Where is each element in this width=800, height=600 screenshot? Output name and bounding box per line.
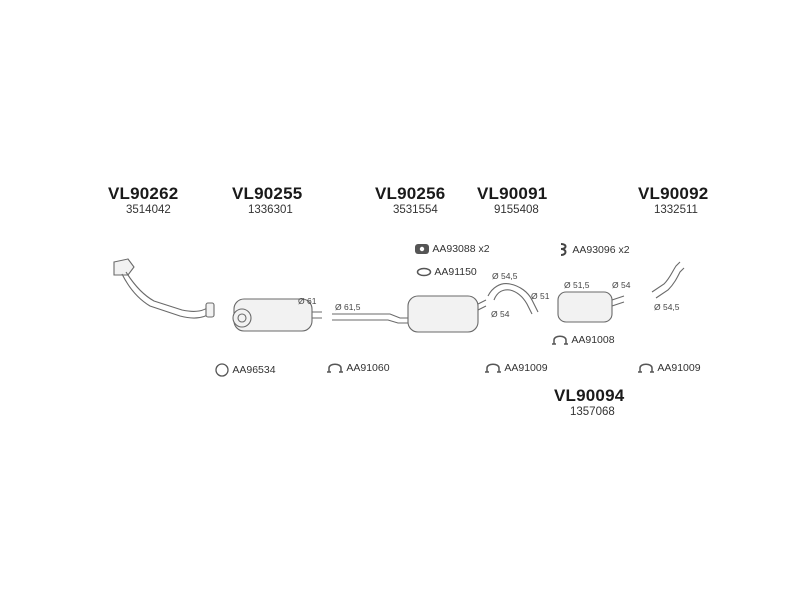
diameter-label: Ø 51,5 [564, 280, 590, 290]
pipe-clamp-icon [485, 363, 501, 373]
accessory-label: AA91008 [571, 334, 615, 346]
middle-silencer-part [332, 295, 487, 333]
accessory-aa91150: AA91150 [416, 266, 477, 278]
diameter-label: Ø 54,5 [654, 302, 680, 312]
part-number-3531554: 3531554 [393, 204, 438, 216]
part-code-vl90092: VL90092 [638, 184, 709, 203]
rear-silencer-part [557, 291, 625, 323]
pipe-clamp-icon [552, 335, 568, 345]
part-number-1332511: 1332511 [654, 204, 698, 216]
intermediate-pipe-part [487, 283, 539, 315]
accessory-label: AA96534 [232, 363, 276, 376]
tail-pipe-part [651, 261, 685, 299]
front-silencer-part [232, 298, 322, 332]
diameter-label: Ø 61,5 [335, 302, 361, 312]
part-code-vl90094: VL90094 [554, 386, 625, 405]
ring-gasket-icon [416, 267, 432, 277]
accessory-label: AA91060 [346, 362, 390, 374]
accessory-label: AA93096 x2 [572, 243, 630, 256]
accessory-label: AA91009 [504, 362, 548, 374]
accessory-label: AA93088 x2 [432, 242, 490, 255]
accessory-aa93096: AA93096 x2 [558, 242, 630, 258]
part-number-3514042: 3514042 [126, 204, 171, 216]
diameter-label: Ø 54 [612, 280, 631, 290]
part-number-1357068: 1357068 [570, 406, 615, 418]
part-code-vl90256: VL90256 [375, 184, 446, 203]
accessory-aa91009-a: AA91009 [484, 362, 548, 374]
rubber-mount-icon [415, 244, 429, 254]
hanger-clip-icon [560, 243, 567, 256]
pipe-clamp-icon [327, 363, 343, 373]
front-pipe-part [113, 258, 215, 319]
part-number-1336301: 1336301 [248, 204, 293, 216]
diameter-label: Ø 54 [491, 309, 510, 319]
diameter-label: Ø 61 [298, 296, 317, 306]
accessory-label: AA91009 [657, 362, 701, 374]
accessory-aa91009-b: AA91009 [637, 362, 701, 374]
part-code-vl90091: VL90091 [477, 184, 548, 203]
accessory-aa93088: AA93088 x2 [414, 242, 490, 256]
diameter-label: Ø 54,5 [492, 271, 518, 281]
accessory-aa91060: AA91060 [326, 362, 390, 374]
accessory-aa91008: AA91008 [551, 334, 615, 346]
accessory-label: AA91150 [434, 266, 477, 278]
part-code-vl90262: VL90262 [108, 184, 179, 203]
part-number-9155408: 9155408 [494, 204, 539, 216]
part-code-vl90255: VL90255 [232, 184, 303, 203]
accessory-aa96534: AA96534 [214, 362, 276, 378]
diameter-label: Ø 51 [531, 291, 550, 301]
ring-gasket-icon [215, 363, 229, 377]
pipe-clamp-icon [638, 363, 654, 373]
